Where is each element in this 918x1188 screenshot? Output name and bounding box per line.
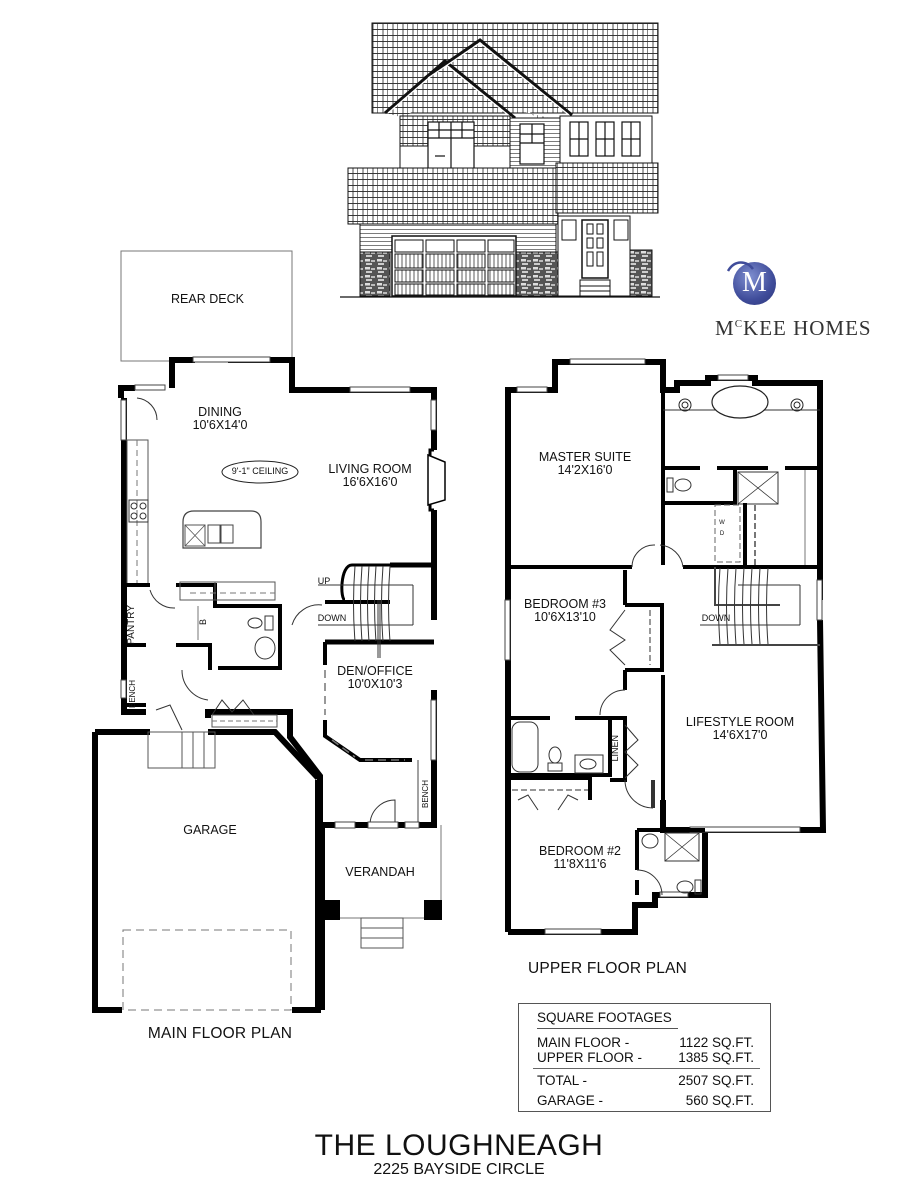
brand-name: MCKEE HOMES [715,316,872,341]
table-row: MAIN FLOOR - 1122 SQ.FT. [537,1035,754,1050]
lifestyle-room-dimensions: 14'6X17'0 [712,727,768,742]
dryer-label: D [719,531,725,537]
bedroom-2-room: BEDROOM #2 11'8X11'6 [530,845,630,870]
bedroom-3-room: BEDROOM #3 10'6X13'10 [520,598,610,623]
front-elevation [340,18,660,298]
main-floor-plan-title: MAIN FLOOR PLAN [147,1025,293,1042]
stair-down-label-main: DOWN [317,613,347,623]
bench-label-entry: BENCH [421,780,430,809]
verandah-label: VERANDAH [345,865,415,879]
master-suite-dimensions: 14'2X16'0 [557,462,613,477]
garage-label: GARAGE [183,823,237,837]
pantry-label: PANTRY [126,605,137,645]
mckee-homes-logo: M [700,255,830,345]
master-suite-room: MASTER SUITE 14'2X16'0 [530,451,640,476]
house-elevation-drawing [340,22,660,298]
row-value: 1122 SQ.FT. [679,1035,754,1050]
stair-down-label-upper: DOWN [701,613,731,623]
bedroom-3-name: BEDROOM #3 [524,597,606,611]
brand-name-prefix: M [715,316,735,340]
den-office-room: DEN/OFFICE 10'0X10'3 [325,665,425,690]
dining-name: DINING [198,405,242,419]
living-room: LIVING ROOM 16'6X16'0 [310,463,430,488]
logo-emblem [733,262,776,305]
row-value: 2507 SQ.FT. [678,1073,754,1088]
brand-name-rest: KEE HOMES [743,316,872,340]
master-suite-name: MASTER SUITE [538,450,632,464]
stair-up-label: UP [317,576,331,586]
square-footages-table: SQUARE FOOTAGES MAIN FLOOR - 1122 SQ.FT.… [518,1003,771,1112]
table-row: UPPER FLOOR - 1385 SQ.FT. [537,1050,754,1065]
bedroom-3-dimensions: 10'6X13'10 [534,609,596,624]
living-room-dimensions: 16'6X16'0 [342,474,398,489]
linen-label: LINEN [610,735,620,762]
den-office-name: DEN/OFFICE [337,664,413,678]
logo-swash-icon [726,261,754,272]
bedroom-2-dimensions: 11'8X11'6 [553,856,607,871]
row-label: GARAGE - [537,1093,604,1108]
dining-room: DINING 10'6X14'0 [175,406,265,431]
brand-name-sup: C [734,318,744,330]
b-label: B [198,619,208,626]
row-label: MAIN FLOOR - [537,1035,630,1050]
plan-name-title: THE LOUGHNEAGH [314,1129,604,1162]
row-label: TOTAL - [537,1073,588,1088]
logo-letter: M [742,267,767,298]
upper-floor-plan-title: UPPER FLOOR PLAN [527,960,688,977]
lifestyle-room-name: LIFESTYLE ROOM [685,715,795,729]
lifestyle-room: LIFESTYLE ROOM 14'6X17'0 [680,716,800,741]
den-office-dimensions: 10'0X10'3 [347,676,403,691]
bedroom-2-name: BEDROOM #2 [539,844,621,858]
table-divider [533,1068,760,1069]
bench-label-mudroom: BENCH [128,680,137,709]
square-footages-title: SQUARE FOOTAGES [537,1010,678,1029]
dining-dimensions: 10'6X14'0 [192,417,248,432]
plan-address: 2225 BAYSIDE CIRCLE [373,1161,545,1178]
washer-label: W [719,520,725,526]
row-value: 560 SQ.FT. [685,1093,754,1108]
table-row: GARAGE - 560 SQ.FT. [537,1093,754,1108]
table-row: TOTAL - 2507 SQ.FT. [537,1073,754,1088]
rear-deck-label: REAR DECK [171,292,244,306]
row-label: UPPER FLOOR - [537,1050,643,1065]
row-value: 1385 SQ.FT. [678,1050,754,1065]
ceiling-height-note: 9'-1" CEILING [231,466,289,476]
living-room-name: LIVING ROOM [328,462,412,476]
